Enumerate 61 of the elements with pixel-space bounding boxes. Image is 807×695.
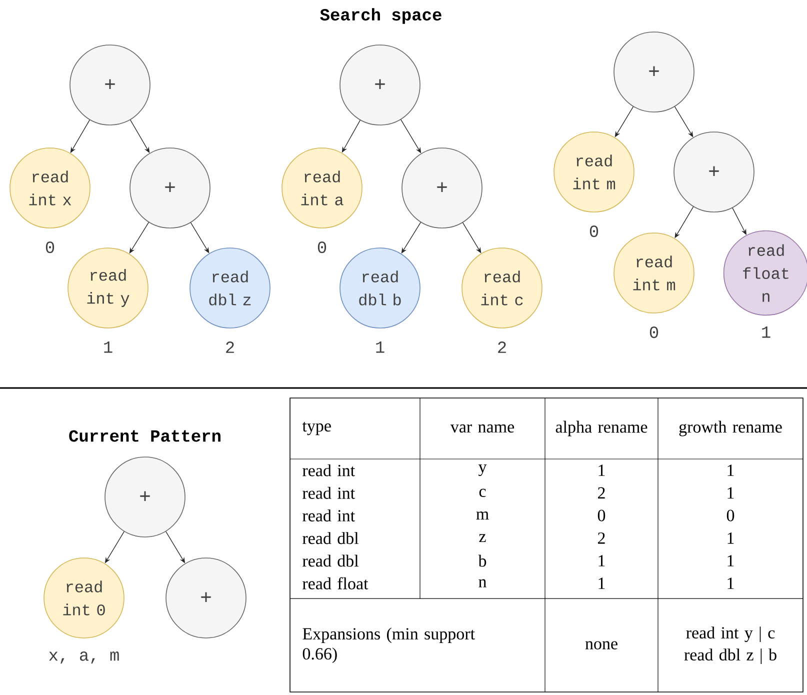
index-label: x, a, m — [49, 652, 119, 664]
operator-node: + — [166, 558, 246, 638]
table-cell: Expansions (min support 0.66) — [302, 628, 475, 663]
table-cell: read int — [302, 464, 355, 476]
read-node: read int c — [462, 248, 542, 328]
column-header: alpha rename — [556, 420, 648, 436]
table-cell: 1 — [728, 487, 734, 498]
table-cell: read float — [302, 577, 368, 590]
index-label: 0 — [46, 242, 54, 254]
index-label: 1 — [104, 342, 112, 353]
read-node: read int x — [10, 148, 90, 228]
table-cell: read dbl — [302, 554, 358, 567]
index-label: 2 — [226, 342, 234, 353]
read-node: read int y — [68, 248, 148, 328]
table-cell: y — [478, 464, 487, 476]
operator-node: + — [130, 148, 210, 228]
table-cell: read dbl z | b — [684, 648, 776, 664]
table-cell: 1 — [598, 578, 605, 589]
table-cell: read int y | c — [686, 626, 775, 642]
table-cell: n — [478, 579, 486, 588]
read-node: read dbl z — [190, 248, 270, 328]
table-cell: c — [479, 488, 486, 497]
operator-node: + — [402, 148, 482, 228]
table-cell: z — [479, 534, 486, 542]
title: Search space — [320, 8, 442, 24]
table-cell: 1 — [728, 578, 734, 589]
table-cell: read int — [302, 486, 355, 499]
table-cell: 1 — [598, 464, 605, 476]
read-node: read int m — [554, 132, 634, 212]
read-node: read int m — [614, 232, 694, 314]
operator-node: + — [674, 132, 754, 212]
index-label: 0 — [650, 326, 658, 338]
index-label: 2 — [498, 342, 506, 353]
table-cell: 0 — [598, 510, 606, 522]
read-node: read int 0 — [44, 558, 124, 638]
operator-node: + — [104, 456, 186, 538]
table-cell: 2 — [598, 487, 605, 499]
operator-node: + — [340, 44, 420, 126]
table-cell: 1 — [728, 555, 734, 566]
column-header: var name — [450, 424, 514, 433]
column-header: growth rename — [679, 420, 782, 436]
operator-node: + — [70, 44, 150, 126]
table-cell: none — [585, 641, 618, 650]
table-cell: 2 — [598, 532, 605, 544]
table-cell: 1 — [728, 464, 734, 476]
table-cell: m — [476, 511, 489, 520]
table-cell: 1 — [728, 532, 734, 544]
table-cell: 0 — [726, 510, 734, 522]
operator-node: + — [614, 32, 694, 112]
read-node: read int a — [282, 148, 362, 228]
table-cell: b — [478, 554, 486, 567]
table-cell: read int — [302, 510, 355, 522]
read-node: read dbl b — [340, 248, 420, 328]
index-label: 0 — [318, 242, 326, 254]
index-label: 1 — [376, 342, 384, 353]
read-node: read float n — [723, 230, 807, 316]
column-header: type — [302, 422, 331, 436]
table-cell: read dbl — [302, 532, 358, 544]
table-cell: 1 — [598, 555, 605, 566]
index-label: 0 — [590, 226, 598, 238]
index-label: 1 — [762, 326, 770, 338]
